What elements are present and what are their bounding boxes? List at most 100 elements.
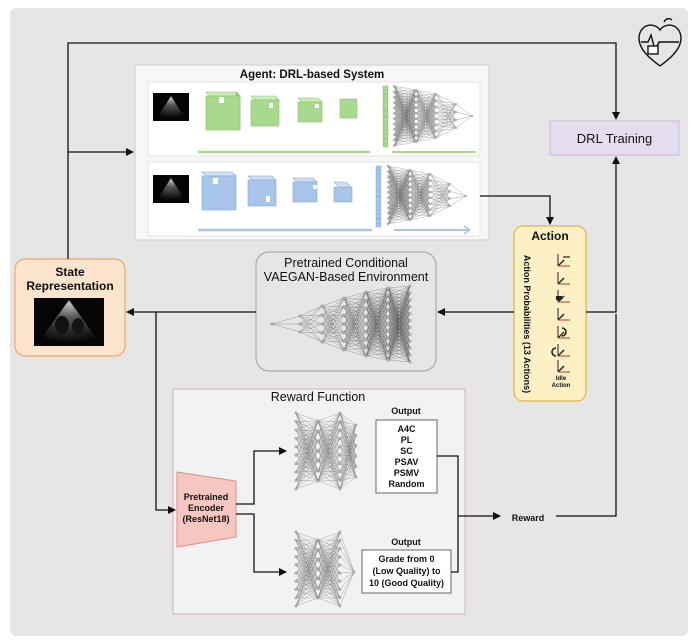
network-edge	[295, 430, 319, 464]
network-edge	[295, 430, 319, 447]
network-node	[434, 117, 438, 121]
network-edge	[343, 315, 367, 357]
network-edge	[393, 113, 417, 147]
action-probabilities-label: Action Probabilities (13 Actions)	[522, 255, 532, 393]
network-edge	[415, 106, 437, 114]
action-to-training-arrow	[586, 156, 620, 313]
vaegan-network	[270, 284, 412, 364]
network-edge	[339, 540, 355, 573]
network-edge	[299, 315, 323, 325]
network-edge	[339, 435, 357, 447]
network-node	[408, 174, 412, 177]
network-node	[354, 444, 358, 448]
network-edge	[365, 331, 389, 353]
network-edge	[415, 100, 437, 108]
network-edge	[415, 89, 437, 101]
network-edge	[365, 295, 389, 325]
network-edge	[415, 124, 437, 139]
blue-dense-network	[386, 164, 468, 226]
network-edge	[415, 95, 437, 126]
green-conv-block-1	[205, 91, 241, 131]
network-edge	[435, 103, 457, 139]
network-edge	[415, 93, 437, 131]
network-edge	[317, 556, 341, 589]
action-box: Action Action Probabilities (13 Actions)…	[513, 225, 587, 402]
network-edge	[387, 285, 411, 361]
network-edge	[387, 175, 411, 225]
network-edge	[387, 165, 411, 171]
network-edge	[365, 299, 389, 332]
network-edge	[295, 578, 319, 607]
network-node	[414, 94, 418, 97]
environment-title-line2: VAEGAN-Based Environment	[264, 270, 429, 284]
state-title-line1: State	[55, 265, 85, 279]
network-edge	[295, 559, 319, 607]
network-node	[392, 133, 396, 137]
network-edge	[317, 531, 341, 570]
network-edge	[387, 285, 411, 325]
network-edge	[343, 297, 367, 325]
network-edge	[429, 185, 451, 207]
network-edge	[365, 323, 389, 361]
network-edge	[409, 209, 431, 221]
network-edge	[317, 429, 341, 482]
network-edge	[295, 539, 319, 607]
network-edge	[415, 100, 437, 102]
network-node	[338, 588, 342, 591]
network-edge	[409, 175, 431, 181]
network-node	[320, 313, 324, 317]
network-edge	[317, 412, 341, 452]
network-edge	[317, 421, 341, 462]
network-edge	[409, 179, 431, 182]
network-edge	[393, 89, 417, 136]
network-edge	[415, 112, 437, 126]
network-node	[342, 305, 346, 309]
network-edge	[409, 180, 431, 187]
network-edge	[365, 331, 389, 341]
feature-cell	[382, 134, 389, 139]
network-edge	[321, 323, 345, 343]
network-edge	[365, 355, 389, 361]
network-node	[342, 348, 346, 352]
network-edge	[393, 89, 417, 141]
network-node	[352, 570, 356, 574]
rotate-icon	[551, 347, 557, 357]
network-edge	[295, 568, 319, 598]
green-cnn-panel	[147, 81, 481, 157]
output2-line2: (Low Quality) to	[373, 566, 441, 576]
reward-function-box: Reward Function Pretrained Encoder (ResN…	[172, 388, 466, 615]
network-edge	[295, 420, 319, 431]
network-edge	[393, 89, 417, 92]
network-edge	[339, 556, 355, 573]
network-edge	[321, 332, 345, 343]
network-node	[338, 604, 342, 608]
feature-cell	[375, 218, 382, 223]
network-edge	[365, 302, 389, 357]
network-edge	[387, 299, 411, 361]
network-node	[408, 360, 412, 364]
network-node	[320, 322, 324, 326]
network-node	[414, 135, 418, 138]
network-node	[364, 306, 368, 310]
network-edge	[365, 287, 389, 325]
network-edge	[295, 420, 319, 481]
network-node	[428, 172, 432, 176]
network-edge	[387, 197, 411, 225]
probe-axis	[557, 365, 565, 373]
network-node	[434, 105, 438, 108]
blue-conv-block-1	[201, 171, 237, 211]
network-edge	[339, 435, 357, 490]
drl-training-box: DRL Training	[549, 120, 680, 156]
network-edge	[317, 539, 341, 574]
network-edge	[299, 314, 323, 317]
network-edge	[387, 192, 411, 225]
pretrained-encoder: Pretrained Encoder (ResNet18)	[176, 471, 237, 548]
network-node	[386, 201, 390, 205]
network-edge	[339, 424, 357, 473]
network-node	[294, 428, 298, 432]
network-edge	[415, 95, 437, 113]
network-edge	[343, 306, 367, 341]
network-edge	[295, 549, 319, 574]
network-node	[338, 445, 342, 449]
network-edge	[409, 180, 431, 205]
